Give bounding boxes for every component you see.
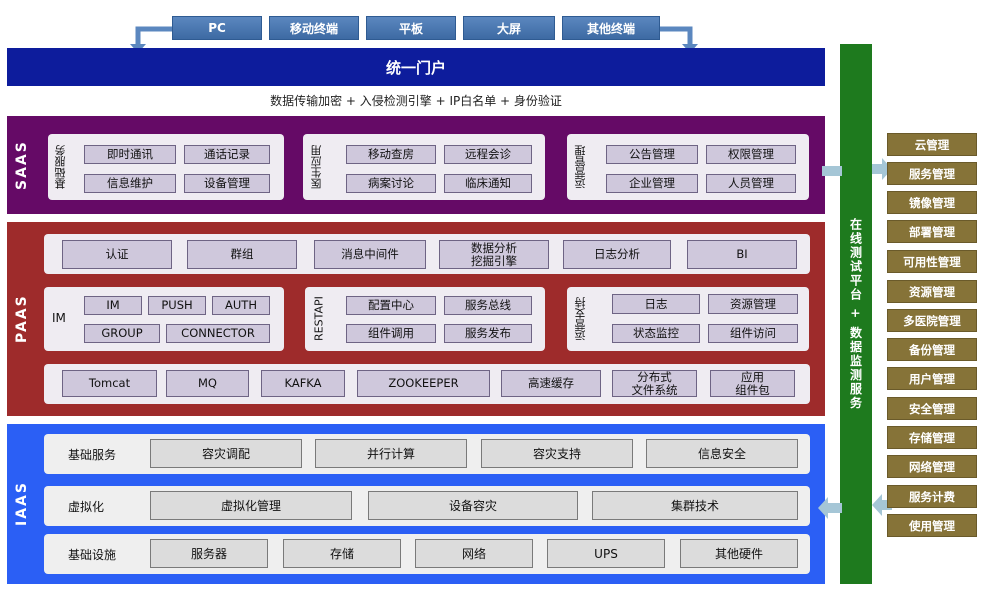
iaas-row-virt-label: 虚拟化 xyxy=(68,499,105,514)
iaas-row-infra-label: 基础设施 xyxy=(68,547,117,562)
terminal-mobile: 移动终端 xyxy=(269,16,359,40)
svc-backup: 备份管理 xyxy=(887,338,977,361)
svc-service: 服务管理 xyxy=(887,162,977,185)
iaas-btn-otherhw: 其他硬件 xyxy=(680,539,798,568)
paas-btn-im: IM xyxy=(84,296,142,315)
paas-btn-componentaccess: 组件访问 xyxy=(708,324,798,343)
svc-availability: 可用性管理 xyxy=(887,250,977,273)
iaas-label: IAAS xyxy=(14,481,30,527)
saas-group-ops-label: 运营管理 xyxy=(574,145,587,189)
terminal-other: 其他终端 xyxy=(562,16,660,40)
saas-to-monitor-arrow xyxy=(822,166,842,176)
paas-btn-apppkg: 应用 组件包 xyxy=(710,370,795,397)
svc-network: 网络管理 xyxy=(887,455,977,478)
iaas-btn-ups: UPS xyxy=(547,539,665,568)
monitor-platform-bar: 在线测试平台 + 数据监测服务 xyxy=(840,44,872,584)
paas-btn-config: 配置中心 xyxy=(346,296,436,315)
saas-btn-info: 信息维护 xyxy=(84,174,176,193)
paas-btn-push: PUSH xyxy=(148,296,206,315)
saas-btn-notice: 临床通知 xyxy=(444,174,532,193)
svc-security: 安全管理 xyxy=(887,397,977,420)
saas-btn-case: 病案讨论 xyxy=(346,174,436,193)
paas-im-label: IM xyxy=(52,311,66,325)
unified-portal: 统一门户 xyxy=(7,48,825,86)
paas-btn-dfs: 分布式 文件系统 xyxy=(612,370,697,397)
iaas-btn-device-dr: 设备容灾 xyxy=(368,491,578,520)
svc-user: 用户管理 xyxy=(887,367,977,390)
paas-btn-connector: CONNECTOR xyxy=(166,324,270,343)
paas-btn-mqitem: MQ xyxy=(166,370,249,397)
svc-usage: 使用管理 xyxy=(887,514,977,537)
paas-btn-servicebus: 服务总线 xyxy=(444,296,532,315)
terminal-bigscreen: 大屏 xyxy=(463,16,555,40)
terminal-pc: PC xyxy=(172,16,262,40)
svc-deploy: 部署管理 xyxy=(887,220,977,243)
paas-restapi-label: RESTAPI xyxy=(312,296,326,342)
saas-btn-consult: 远程会诊 xyxy=(444,145,532,164)
paas-btn-dataanalysis: 数据分析 挖掘引擎 xyxy=(439,240,549,269)
iaas-btn-network: 网络 xyxy=(415,539,533,568)
saas-group-doctor-label: 医生应用 xyxy=(310,145,323,189)
iaas-row-basic-label: 基础服务 xyxy=(68,447,117,462)
svc-billing: 服务计费 xyxy=(887,485,977,508)
paas-btn-log: 日志 xyxy=(612,294,700,314)
paas-btn-kafka: KAFKA xyxy=(261,370,345,397)
paas-btn-zookeeper: ZOOKEEPER xyxy=(357,370,490,397)
paas-btn-status: 状态监控 xyxy=(612,324,700,343)
paas-btn-tomcat: Tomcat xyxy=(62,370,157,397)
paas-btn-authitem: AUTH xyxy=(212,296,270,315)
iaas-btn-server: 服务器 xyxy=(150,539,268,568)
paas-ops-label: 运营支持 xyxy=(574,297,587,341)
iaas-btn-storage: 存储 xyxy=(283,539,401,568)
iaas-btn-virtmgmt: 虚拟化管理 xyxy=(150,491,352,520)
saas-btn-personnel: 人员管理 xyxy=(706,174,796,193)
paas-btn-cache: 高速缓存 xyxy=(501,370,601,397)
paas-btn-mq: 消息中间件 xyxy=(314,240,426,269)
paas-btn-loganalysis: 日志分析 xyxy=(563,240,671,269)
saas-btn-rounds: 移动查房 xyxy=(346,145,436,164)
svc-resource: 资源管理 xyxy=(887,280,977,303)
paas-btn-componentcall: 组件调用 xyxy=(346,324,436,343)
saas-group-basic-label: 基础服务 xyxy=(54,145,67,189)
saas-btn-announce: 公告管理 xyxy=(606,145,698,164)
svc-storage: 存储管理 xyxy=(887,426,977,449)
paas-label: PAAS xyxy=(14,294,30,344)
iaas-btn-dr-alloc: 容灾调配 xyxy=(150,439,302,468)
iaas-btn-dr-support: 容灾支持 xyxy=(481,439,633,468)
svc-image: 镜像管理 xyxy=(887,191,977,214)
iaas-btn-cluster: 集群技术 xyxy=(592,491,798,520)
paas-btn-publish: 服务发布 xyxy=(444,324,532,343)
iaas-btn-infosec: 信息安全 xyxy=(646,439,798,468)
security-line: 数据传输加密 + 入侵检测引擎 + IP白名单 + 身份验证 xyxy=(270,94,562,108)
svc-multihospital: 多医院管理 xyxy=(887,309,977,332)
saas-label: SAAS xyxy=(14,140,30,190)
saas-btn-im: 即时通讯 xyxy=(84,145,176,164)
paas-btn-auth: 认证 xyxy=(62,240,172,269)
terminal-tablet: 平板 xyxy=(366,16,456,40)
saas-btn-calllog: 通话记录 xyxy=(184,145,270,164)
iaas-btn-parallel: 并行计算 xyxy=(315,439,467,468)
svc-cloud: 云管理 xyxy=(887,133,977,156)
saas-btn-permission: 权限管理 xyxy=(706,145,796,164)
paas-btn-group: 群组 xyxy=(187,240,297,269)
saas-btn-device: 设备管理 xyxy=(184,174,270,193)
paas-btn-bi: BI xyxy=(687,240,797,269)
paas-btn-groupitem: GROUP xyxy=(84,324,160,343)
monitor-to-iaas-arrow xyxy=(818,497,842,519)
saas-btn-enterprise: 企业管理 xyxy=(606,174,698,193)
paas-btn-resource: 资源管理 xyxy=(708,294,798,314)
